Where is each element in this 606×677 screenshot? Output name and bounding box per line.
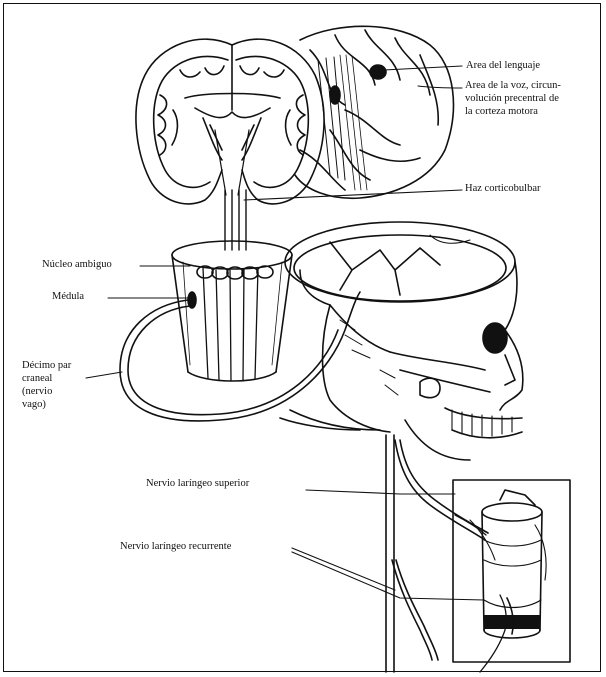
label-nervio-recurrente: Nervio laríngeo recurrente: [120, 541, 231, 553]
label-medula: Médula: [52, 291, 84, 303]
label-decimo-3: (nervio: [22, 386, 52, 398]
label-decimo-2: craneal: [22, 373, 52, 385]
label-area-lenguaje: Area del lenguaje: [466, 60, 540, 72]
label-area-voz-2: volución precentral de: [465, 93, 559, 105]
larynx-inset-icon: [453, 480, 570, 672]
leader-area-voz: [418, 86, 462, 88]
label-area-voz-1: Area de la voz, circun-: [465, 80, 561, 92]
leader-nervio-recurrente: [292, 548, 484, 600]
leader-nervio-superior: [306, 490, 455, 494]
neck-nerves: [386, 435, 488, 672]
leader-lines: [86, 66, 484, 600]
skull-icon: [280, 222, 523, 460]
brain-section-icon: [136, 26, 453, 204]
medulla-cylinder-icon: [172, 241, 292, 381]
vagus-nerve: [120, 292, 360, 421]
label-decimo-4: vago): [22, 399, 46, 411]
label-nervio-superior: Nervio laríngeo superior: [146, 478, 249, 490]
label-decimo-1: Décimo par: [22, 360, 71, 372]
label-nucleo-ambiguo: Núcleo ambiguo: [42, 259, 112, 271]
label-area-voz-3: la corteza motora: [465, 106, 538, 118]
label-haz-corticobulbar: Haz corticobulbar: [465, 183, 541, 195]
leader-decimo: [86, 372, 122, 378]
